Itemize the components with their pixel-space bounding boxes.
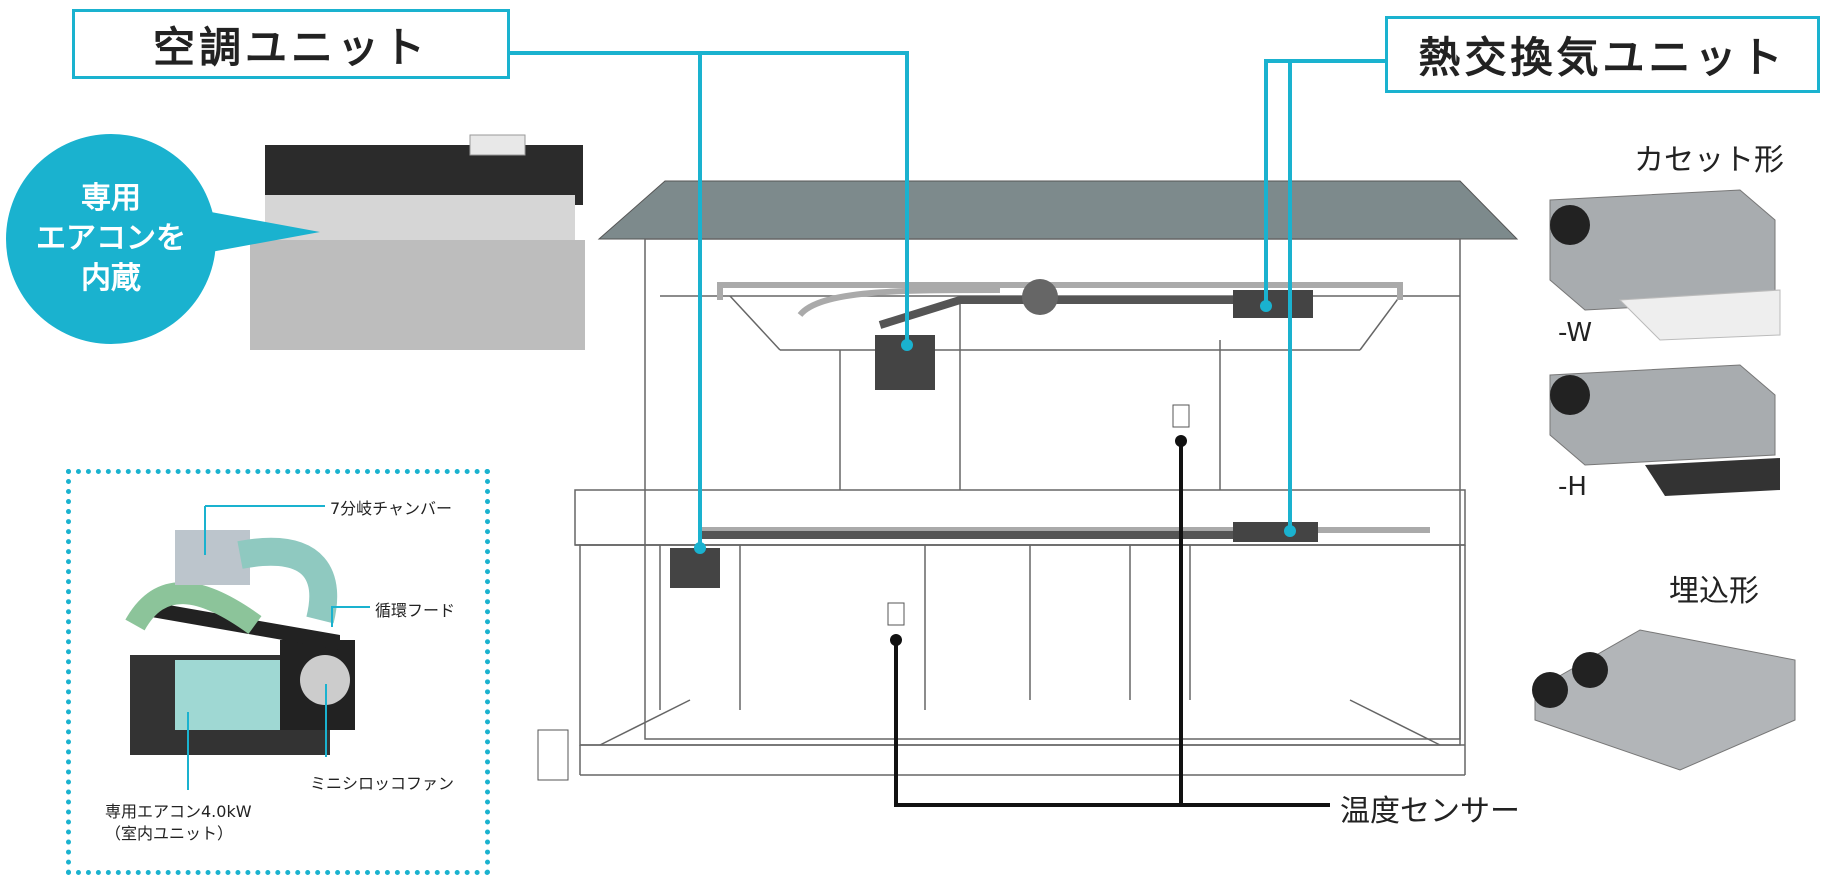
erv-unit-attic — [1233, 290, 1313, 318]
cassette-h-label: -H — [1558, 472, 1587, 502]
temperature-sensor-lower — [887, 602, 905, 626]
ac-unit-title: 空調ユニット — [72, 9, 510, 79]
fan-label: ミニシロッコファン — [310, 774, 455, 793]
ducts — [700, 282, 1430, 533]
erv-embedded — [1532, 629, 1796, 771]
temperature-sensor-label: 温度センサー — [1340, 794, 1520, 829]
ac-unit-product — [250, 134, 585, 350]
erv-cassette-w — [1549, 189, 1781, 341]
branch-chamber — [1022, 279, 1058, 315]
leader-lines-blue — [510, 51, 1385, 548]
bubble-line-3: 内蔵 — [81, 261, 141, 296]
outdoor-box — [537, 729, 569, 781]
ac-unit-cutaway — [125, 505, 370, 790]
cassette-w-label: -W — [1558, 318, 1593, 348]
builtin-aircon-bubble: 専用 エアコンを 内蔵 — [6, 134, 216, 344]
aircon-sublabel: （室内ユニット） — [105, 824, 234, 843]
bubble-line-1: 専用 — [81, 181, 141, 216]
erv-unit-floor — [1233, 522, 1318, 542]
detail-frame — [66, 469, 490, 875]
bubble-line-2: エアコンを — [36, 221, 186, 256]
cassette-type-label: カセット形 — [1634, 143, 1784, 178]
ac-unit-floor — [670, 548, 720, 588]
leader-lines-sensor — [894, 441, 1330, 807]
bubble-tail — [200, 210, 320, 254]
aircon-label: 専用エアコン4.0kW — [105, 802, 252, 821]
erv-cassette-h — [1549, 364, 1780, 496]
ducts-dark — [700, 296, 1240, 539]
house-frame — [574, 238, 1466, 776]
roof — [597, 180, 1519, 240]
erv-unit-title: 熱交換気ユニット — [1385, 16, 1820, 93]
chamber-label: 7分岐チャンバー — [330, 499, 453, 518]
embedded-type-label: 埋込形 — [1669, 574, 1759, 609]
temperature-sensor-upper — [1172, 404, 1190, 428]
hood-label: 循環フード — [375, 601, 456, 620]
